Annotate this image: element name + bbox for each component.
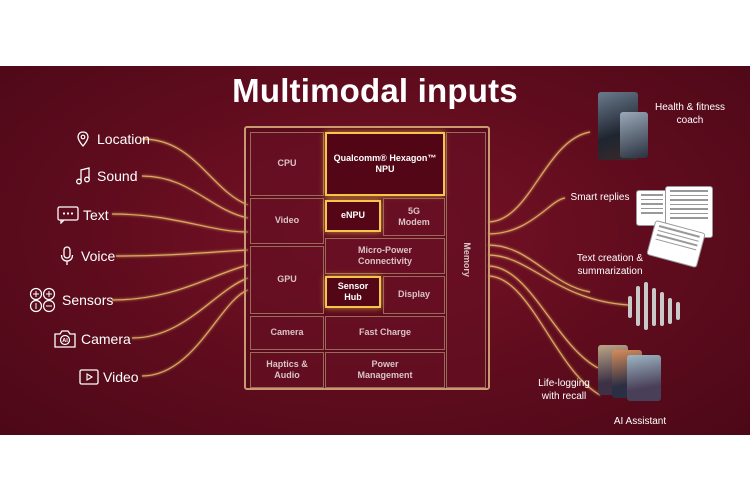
health-label-line2: coach <box>676 114 704 126</box>
micro-label-line2: Connectivity <box>357 256 412 266</box>
video-play-icon <box>78 366 100 388</box>
fitness-watch-image <box>620 112 648 158</box>
input-sensors: Sensors <box>27 287 114 313</box>
music-note-icon <box>72 165 94 187</box>
input-video: Video <box>78 366 139 388</box>
input-sound: Sound <box>72 165 137 187</box>
micro-label-line1: Micro-Power <box>357 244 412 255</box>
power-label-line1: Power <box>371 358 399 369</box>
block-gpu: GPU <box>250 246 324 314</box>
text-label-line2: summarization <box>577 265 643 277</box>
modem-label-line1: 5G <box>407 205 420 216</box>
health-label-line1: Health & fitness <box>654 102 726 113</box>
haptics-label-line2: Audio <box>274 370 300 380</box>
life-label-line2: with recall <box>541 390 587 402</box>
input-camera: AI Camera <box>52 328 131 350</box>
block-display: Display <box>383 276 445 314</box>
block-memory: Memory <box>446 132 486 388</box>
location-pin-icon <box>72 128 94 150</box>
life-label-line1: Life-logging <box>538 378 590 389</box>
reply-bubble <box>636 190 668 226</box>
text-label-line1: Text creation & <box>576 253 644 264</box>
npu-label-line2: NPU <box>375 164 395 174</box>
block-camera: Camera <box>250 316 324 350</box>
input-text: Text <box>56 204 109 226</box>
diagram-title: Multimodal inputs <box>232 72 518 109</box>
sensor-label-line2: Hub <box>344 292 362 302</box>
input-label: Text <box>83 207 109 223</box>
npu-label-line1: Qualcomm® Hexagon™ <box>333 152 437 163</box>
block-fast-charge: Fast Charge <box>325 316 445 350</box>
input-label: Voice <box>81 248 116 264</box>
sensor-label-line1: Sensor <box>337 280 369 291</box>
input-label: Sensors <box>62 292 114 308</box>
output-smart-replies: Smart replies <box>570 192 630 203</box>
ai-camera-icon: AI <box>52 328 78 350</box>
input-label: Camera <box>81 331 131 347</box>
text-bubble-icon <box>56 204 80 226</box>
life-log-photo <box>627 355 661 401</box>
svg-text:AI: AI <box>62 338 68 344</box>
sensors-icon <box>27 287 59 313</box>
memory-label: Memory <box>461 242 472 278</box>
microphone-icon <box>56 245 78 267</box>
output-text-creation: Text creation &summarization <box>565 253 655 278</box>
input-label: Video <box>103 369 139 385</box>
input-voice: Voice <box>56 245 115 267</box>
power-label-line2: Management <box>357 370 413 380</box>
haptics-label-line1: Haptics & <box>266 358 308 369</box>
block-cpu: CPU <box>250 132 324 196</box>
block-haptics-audio: Haptics &Audio <box>250 352 324 388</box>
output-ai-assistant: AI Assistant <box>613 416 667 427</box>
input-location: Location <box>72 128 150 150</box>
waveform-graphic <box>628 282 680 330</box>
input-label: Sound <box>97 168 138 184</box>
block-video: Video <box>250 198 324 244</box>
input-label: Location <box>97 131 150 147</box>
modem-label-line2: Modem <box>398 217 430 227</box>
block-enpu: eNPU <box>325 200 381 232</box>
